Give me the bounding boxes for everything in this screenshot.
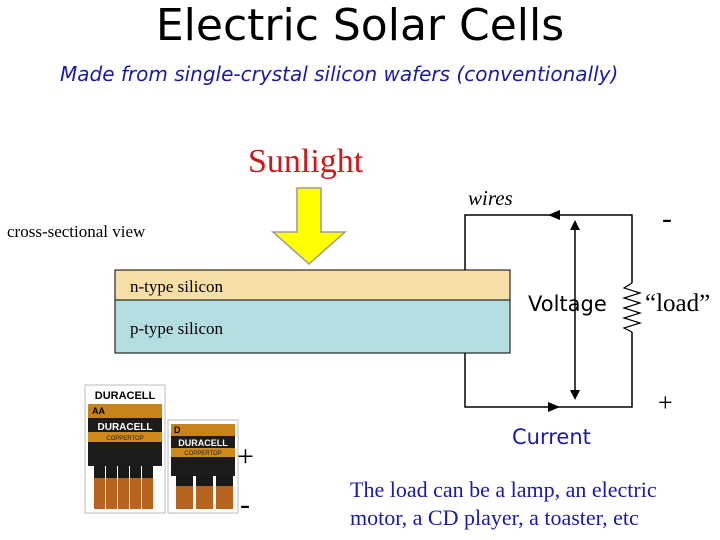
d-size-text: D (174, 425, 181, 435)
sunlight-arrow (271, 187, 347, 266)
d-pack-sub-text: COPPERTOP (184, 451, 221, 457)
aa-pack-sub-text: COPPERTOP (106, 436, 143, 442)
current-label: Current (512, 425, 591, 449)
n-type-label: n-type silicon (130, 277, 224, 296)
d-battery-package (167, 419, 239, 514)
voltage-label: Voltage (528, 292, 607, 316)
load-label: “load” (645, 290, 711, 317)
p-type-layer (114, 299, 511, 354)
p-type-label: p-type silicon (130, 319, 224, 338)
negative-terminal-sign: - (662, 202, 672, 235)
top-wire-arrow (548, 210, 560, 220)
aa-brand-text: DURACELL (95, 390, 156, 402)
page-title: Electric Solar Cells (155, 0, 565, 51)
subtitle: Made from single-crystal silicon wafers … (60, 62, 619, 86)
wires-label: wires (468, 186, 513, 210)
d-pack-brand-text: DURACELL (178, 438, 228, 448)
battery-positive-sign: + (237, 440, 254, 473)
load-note: The load can be a lamp, an electric moto… (350, 477, 657, 530)
aa-battery-package (84, 384, 166, 514)
battery-negative-sign: - (240, 488, 250, 521)
cross-sectional-view-label: cross-sectional view (7, 222, 146, 241)
bottom-wire-arrow (548, 402, 560, 412)
load-resistor (621, 282, 643, 333)
aa-size-text: AA (92, 406, 105, 416)
positive-terminal-sign: + (658, 388, 673, 417)
sunlight-label: Sunlight (248, 143, 364, 180)
aa-pack-brand-text: DURACELL (98, 422, 153, 433)
